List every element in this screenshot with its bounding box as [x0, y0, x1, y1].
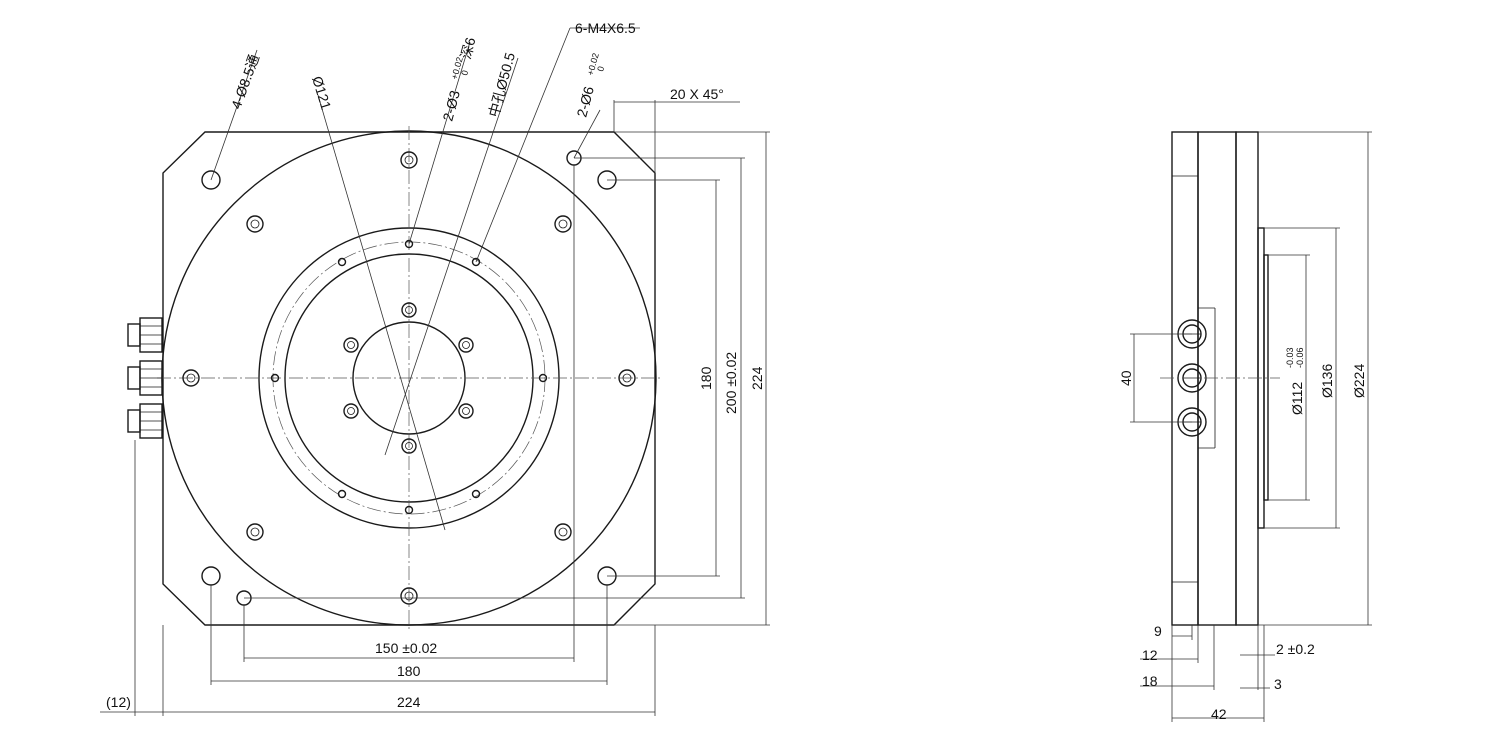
side-view: 40 Ø112 -0.03 -0.06 Ø136 Ø224: [1118, 131, 1372, 722]
callout-dia-121: Ø121: [309, 74, 334, 112]
side-boss-112: [1263, 254, 1269, 501]
dim-dia-112-tol-lower: -0.06: [1295, 347, 1305, 368]
side-body-top: [1235, 131, 1259, 626]
callout-through-holes: 4-Ø8.5通: [228, 52, 262, 111]
dim-180-h: 180: [397, 663, 421, 679]
dim-dia-136: Ø136: [1319, 364, 1335, 398]
dim-side-12: 12: [1142, 647, 1158, 663]
dim-chamfer: 20 X 45°: [670, 86, 724, 102]
cable-glands: [127, 317, 163, 439]
callout-pin-holes-6: 2-Ø6: [573, 84, 597, 118]
dim-side-2: 2 ±0.2: [1276, 641, 1315, 657]
turntable-screws: [182, 151, 636, 605]
vertical-dims: [244, 131, 770, 626]
corner-hole: [201, 566, 221, 586]
dim-224-v: 224: [749, 366, 765, 390]
dim-180-v: 180: [698, 366, 714, 390]
callout-pin-holes-3-depth: 深6: [457, 35, 478, 60]
side-body-rotor: [1197, 131, 1237, 626]
horizontal-dims: [100, 165, 656, 716]
front-view: 4-Ø8.5通 2-Ø3 +0.02 0 深6 Ø121 中孔Ø50.5 6-M…: [100, 20, 770, 716]
threaded-holes-m4: [270, 239, 548, 515]
dim-side-9: 9: [1154, 623, 1162, 639]
callout-pin-holes-3-tol-lower: 0: [459, 69, 470, 76]
dim-dia-112-tol-upper: -0.03: [1285, 347, 1295, 368]
side-body-base: [1171, 131, 1199, 626]
dim-side-40: 40: [1118, 370, 1134, 386]
side-bottom-dims: [1140, 625, 1275, 722]
callout-pin-holes-6-tol-lower: 0: [595, 65, 606, 72]
callout-pin-holes-6-tol-upper: +0.02: [585, 52, 601, 77]
dim-side-3: 3: [1274, 676, 1282, 692]
dim-side-42: 42: [1211, 706, 1227, 722]
center-screws: [343, 302, 474, 454]
dim-side-18: 18: [1142, 673, 1158, 689]
corner-hole: [201, 170, 221, 190]
dim-200-v: 200 ±0.02: [723, 352, 739, 414]
callout-center-hole: 中孔Ø50.5: [485, 51, 518, 119]
dim-150: 150 ±0.02: [375, 640, 437, 656]
callout-pin-holes-3: 2-Ø3: [439, 88, 463, 122]
dim-dia-112: Ø112: [1289, 382, 1305, 415]
callout-threaded-holes: 6-M4X6.5: [575, 20, 636, 36]
leaders: [210, 27, 640, 531]
dim-224-h: 224: [397, 694, 421, 710]
dim-dia-224: Ø224: [1351, 364, 1367, 398]
dim-12: (12): [106, 694, 131, 710]
